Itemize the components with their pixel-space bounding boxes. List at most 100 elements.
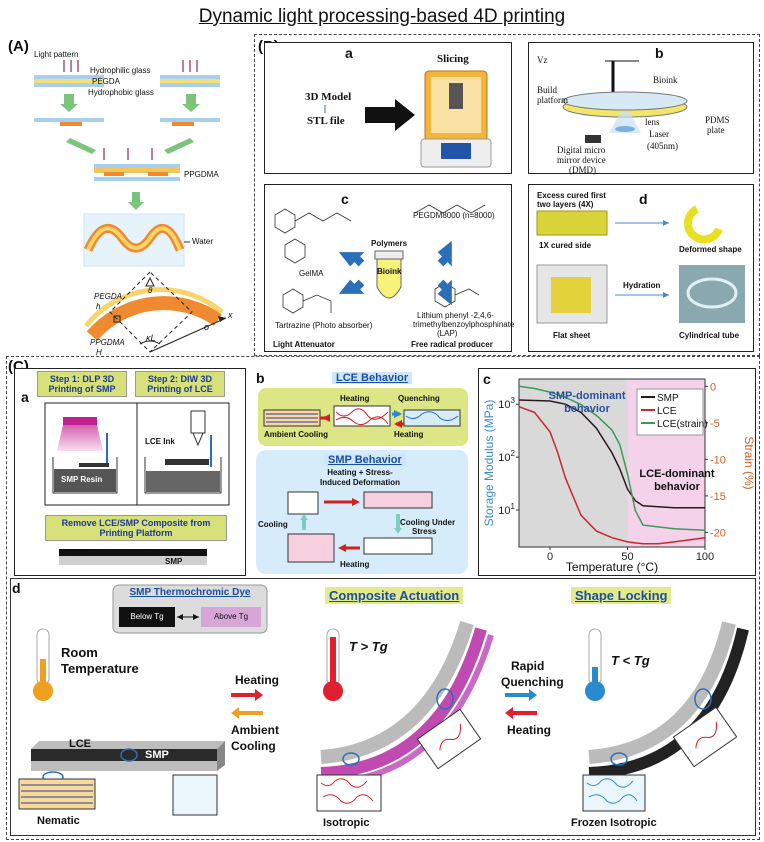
step1-line1: Step 1: DLP 3D (49, 374, 115, 384)
region-left-line1: SMP-dominant (549, 390, 626, 402)
remove-line2: Printing Platform (99, 528, 173, 538)
excess-line1: Excess cured first (537, 191, 606, 200)
model-text: 3D Model (305, 91, 352, 103)
laser-nm-label: (405nm) (647, 141, 678, 151)
lce-ink-label: LCE Ink (145, 437, 175, 446)
water-label: Water (192, 237, 214, 246)
t-lt-tg-label: T < Tg (611, 653, 650, 668)
plot-frame (518, 378, 706, 548)
hydrophilic-label: Hydrophilic glass (90, 66, 151, 75)
below-tg-label: Below Tg (130, 612, 164, 621)
x-tick-label-1: 50 (621, 551, 633, 563)
dmd-line2: mirror device (557, 155, 606, 165)
gelma-label: GelMA (299, 269, 324, 278)
tube-label: Cylindrical tube (679, 331, 740, 340)
region-right-line1: LCE-dominant (639, 468, 714, 480)
hydration-graphic (536, 205, 745, 324)
o-label: o (204, 322, 210, 332)
ambient-line2: Cooling (231, 739, 276, 753)
locking-heating-label: Heating (507, 723, 552, 737)
room-line2: Temperature (61, 661, 139, 676)
hydration-label: Hydration (623, 281, 661, 290)
panel-b-b: b Vz Build platform Bioink PDMS plate le… (528, 42, 754, 175)
dmd-line1: Digital micro (557, 145, 606, 155)
cus-line2: Stress (412, 527, 437, 536)
flat-label: Flat sheet (553, 331, 591, 340)
rapid-line2: Quenching (501, 675, 564, 689)
panel-a-label: (A) (8, 38, 29, 55)
pegda-label: PEGDA (92, 77, 121, 86)
arc-pegda-label: PEGDA (94, 292, 123, 301)
step1-line2: Printing of SMP (48, 384, 116, 394)
behavior-graphic (256, 405, 468, 574)
arc-H-label: H (96, 348, 102, 357)
lap-line3: (LAP) (437, 329, 458, 338)
printing-steps-graphic (44, 402, 230, 565)
c-a-label: a (21, 389, 29, 405)
panel-b-a: a 3D Model STL file Slicing (264, 42, 512, 174)
figure-title: Dynamic light processing-based 4D printi… (198, 6, 566, 27)
c-d-label: d (12, 580, 21, 596)
beam-lce-label: LCE (69, 738, 91, 750)
excess-line2: two layers (4X) (537, 200, 594, 209)
nematic-label: Nematic (37, 815, 80, 827)
actuation-title: Composite Actuation (325, 587, 464, 604)
printer-graphic (324, 70, 492, 168)
above-tg-label: Above Tg (213, 612, 249, 621)
y-tick-label-1: 102 (498, 449, 515, 464)
b-d-label: d (639, 191, 648, 207)
x-tick-label-2: 100 (696, 551, 714, 563)
radical-label: Free radical producer (411, 340, 493, 349)
bioink-center-label: Bioink (377, 267, 402, 276)
lap-line2: trimethylbenzoylphosphinate (413, 320, 515, 329)
remove-badge: Remove LCE/SMP Composite from Printing P… (45, 515, 227, 541)
frozen-isotropic-label: Frozen Isotropic (571, 817, 657, 829)
y2-tick-label-3: -15 (710, 491, 726, 503)
legend-label-1: LCE (657, 406, 677, 417)
slicing-text: Slicing (437, 53, 469, 65)
legend-label-2: LCE(strain) (657, 419, 708, 430)
panel-b-frame (254, 34, 760, 356)
y2-tick-label-4: -20 (710, 527, 726, 539)
composite-smp-label: SMP (165, 557, 183, 566)
smp-region (519, 379, 628, 547)
smp-resin-label: SMP Resin (61, 475, 103, 484)
arc-ppgdma-label: PPGDMA (90, 338, 125, 347)
step2-line2: Printing of LCE (147, 384, 213, 394)
panel-c-frame (6, 356, 760, 840)
isotropic-label: Isotropic (323, 817, 370, 829)
smp-cooling-label: Cooling (258, 520, 288, 529)
stl-text: STL file (307, 115, 345, 127)
cus-line1: Cooling Under (400, 518, 456, 527)
beam-smp-label: SMP (145, 749, 169, 761)
bioink-label: Bioink (653, 75, 678, 85)
smp-behavior-title: SMP Behavior (324, 454, 406, 466)
x-axis-label: Temperature (°C) (566, 560, 658, 574)
room-line1: Room (61, 645, 98, 660)
c-c-label: c (483, 371, 491, 387)
light-pattern-label: Light pattern (34, 50, 79, 59)
actuation-graphic (18, 584, 749, 816)
pegdm-label: PEGDM8000 (n=8000) (413, 211, 495, 220)
lce-behavior-title: LCE Behavior (332, 372, 413, 384)
x-tick-label-0: 0 (547, 551, 553, 563)
platform-label: platform (537, 95, 568, 105)
series-line-0 (518, 399, 705, 509)
arc-h-label: h (96, 302, 101, 311)
panel-c-d: SMP Thermochromic Dye Below Tg Above Tg … (10, 578, 756, 836)
y2-tick-label-0: 0 (710, 381, 716, 393)
ambient-cooling-label: Ambient Cooling (264, 430, 328, 439)
bioink-chemistry-graphic (274, 204, 486, 314)
lce-heating-label: Heating (340, 394, 370, 403)
y-tick-label-0: 101 (498, 502, 515, 517)
legend-label-0: SMP (657, 393, 679, 404)
panel-b-c: c PEGDM8000 (n=8000) GelMA Polymers Bioi… (264, 184, 515, 352)
kl-label: κL (146, 333, 156, 343)
locking-title: Shape Locking (571, 587, 672, 604)
actuation-heating-label: Heating (235, 673, 280, 687)
y2-tick-label-1: -5 (710, 418, 720, 430)
hydrophobic-label: Hydrophobic glass (88, 88, 154, 97)
